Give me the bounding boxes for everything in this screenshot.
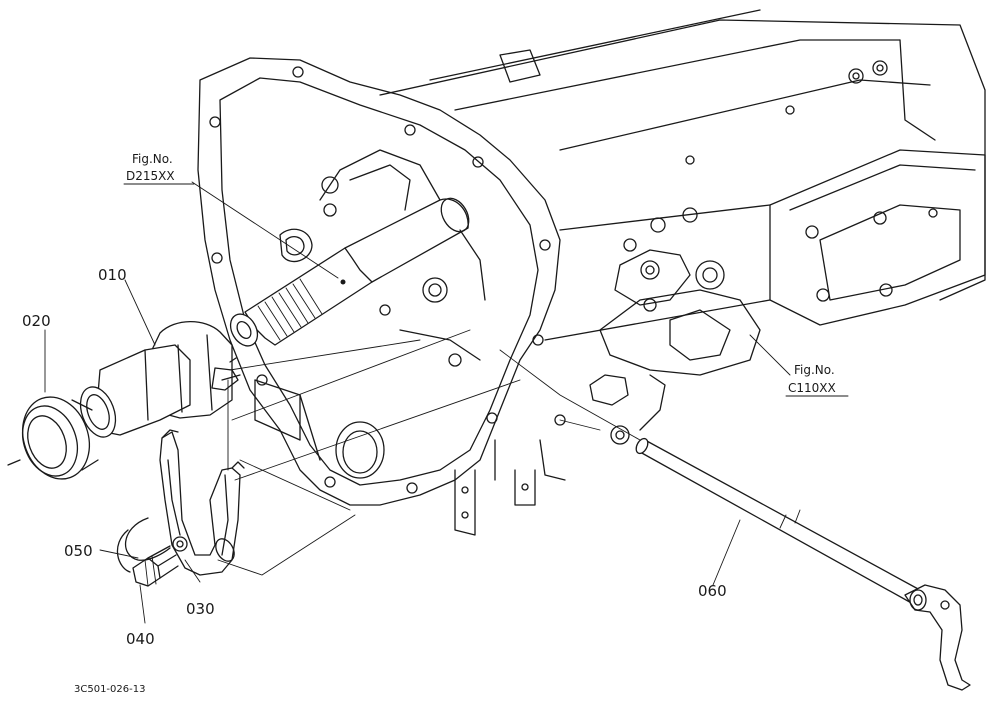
figure-ref-d215xx-code: D215XX: [126, 169, 175, 183]
set-bolt: [132, 545, 179, 587]
diagram-code: 3C501-026-13: [74, 684, 145, 695]
input-shaft: [229, 197, 470, 347]
shift-rod: [635, 437, 971, 691]
figure-ref-c110xx-prefix: Fig.No.: [794, 363, 835, 377]
label-020: 020: [22, 312, 51, 330]
lock-wire: [116, 517, 171, 573]
figure-ref-c110xx-code: C110XX: [788, 381, 836, 395]
leader-lines: [44, 181, 791, 624]
figure-ref-c110xx: Fig.No. C110XX: [785, 363, 849, 397]
clutch-housing-flange: [197, 57, 561, 506]
shift-fork: [159, 429, 245, 576]
figure-ref-d215xx-prefix: Fig.No.: [132, 152, 173, 166]
label-060: 060: [698, 582, 727, 600]
label-040: 040: [126, 630, 155, 648]
transmission-housing: [254, 9, 986, 536]
release-hub: [79, 321, 241, 438]
assembly-guide-lines: [217, 329, 641, 576]
part-labels: 010 020 030 040 050 060: [22, 266, 727, 648]
label-050: 050: [64, 542, 93, 560]
label-030: 030: [186, 600, 215, 618]
figure-ref-d215xx: Fig.No. D215XX: [123, 152, 195, 185]
seal-ring: [7, 396, 99, 480]
label-010: 010: [98, 266, 127, 284]
